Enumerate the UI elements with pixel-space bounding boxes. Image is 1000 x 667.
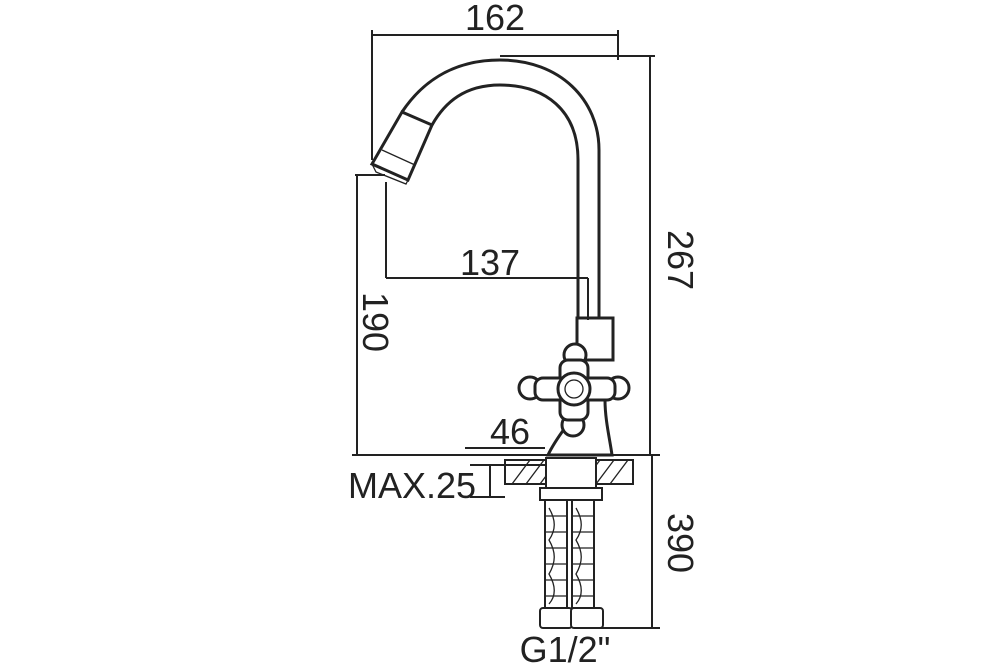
dim-390: 390 xyxy=(600,454,701,629)
supply-hoses xyxy=(539,499,604,629)
dim-190: 190 xyxy=(352,174,560,456)
dim-162: 162 xyxy=(371,0,619,160)
dim-190-label: 190 xyxy=(355,292,396,352)
dim-390-label: 390 xyxy=(660,513,701,573)
dim-46-label: 46 xyxy=(490,411,530,452)
dim-46: 46 xyxy=(465,411,545,452)
dim-max25: MAX.25 xyxy=(348,464,545,506)
dim-137-label: 137 xyxy=(460,242,520,283)
faucet-spout xyxy=(369,58,601,320)
connection-label: G1/2" xyxy=(520,629,611,667)
dim-connection: G1/2" xyxy=(520,629,611,667)
cross-handle xyxy=(517,342,631,438)
dim-267-label: 267 xyxy=(660,230,701,290)
dim-max25-label: MAX.25 xyxy=(348,465,476,506)
dim-162-label: 162 xyxy=(465,0,525,38)
dim-137: 137 xyxy=(385,182,589,320)
